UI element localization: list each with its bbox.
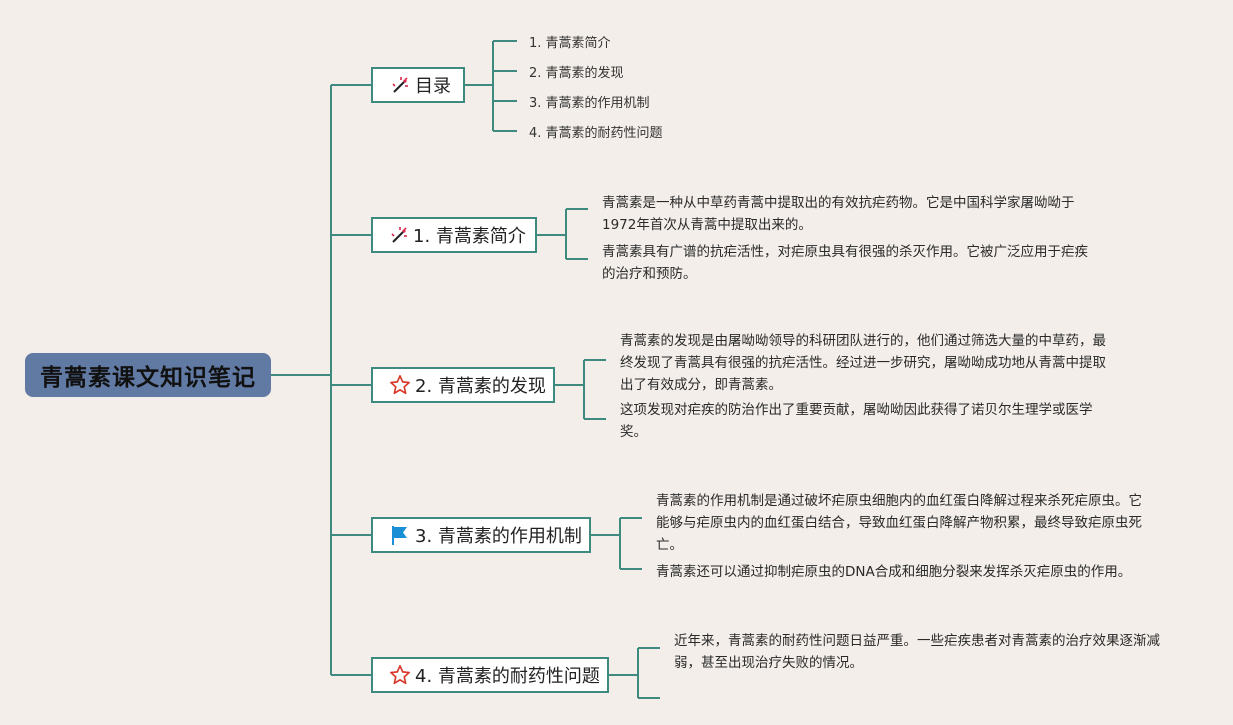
topic-toc[interactable]: 目录 [371,67,465,103]
note-paragraph: 青蒿素还可以通过抑制疟原虫的DNA合成和细胞分裂来发挥杀灭疟原虫的作用。 [656,564,1132,580]
topic-label: 目录 [415,76,451,97]
note-paragraph: 这项发现对疟疾的防治作出了重要贡献，屠呦呦因此获得了诺贝尔生理学或医学奖。 [620,402,1093,440]
toc-item[interactable]: 4. 青蒿素的耐药性问题 [529,126,663,141]
magic-wand-icon [389,74,411,96]
note-paragraph: 青蒿素是一种从中草药青蒿中提取出的有效抗疟药物。它是中国科学家屠呦呦于1972年… [602,195,1075,233]
toc-item[interactable]: 2. 青蒿素的发现 [529,66,624,81]
note-paragraph: 青蒿素具有广谱的抗疟活性，对疟原虫具有很强的杀灭作用。它被广泛应用于疟疾的治疗和… [602,244,1088,282]
topic-mechanism[interactable]: 3. 青蒿素的作用机制 [371,517,591,553]
topic-label: 3. 青蒿素的作用机制 [415,526,582,547]
toc-item[interactable]: 1. 青蒿素简介 [529,36,611,51]
topic-discovery[interactable]: 2. 青蒿素的发现 [371,367,555,403]
topic-resistance[interactable]: 4. 青蒿素的耐药性问题 [371,657,609,693]
root-title: 青蒿素课文知识笔记 [40,365,256,391]
note-paragraph: 青蒿素的发现是由屠呦呦领导的科研团队进行的，他们通过筛选大量的中草药，最终发现了… [620,333,1106,393]
note-paragraph: 近年来，青蒿素的耐药性问题日益严重。一些疟疾患者对青蒿素的治疗效果逐渐减弱，甚至… [674,633,1160,671]
topic-label: 2. 青蒿素的发现 [415,376,546,397]
topic-label: 4. 青蒿素的耐药性问题 [415,666,600,687]
magic-wand-icon [389,224,409,246]
star-icon [389,374,411,396]
topic-intro[interactable]: 1. 青蒿素简介 [371,217,537,253]
toc-item[interactable]: 3. 青蒿素的作用机制 [529,96,650,111]
star-icon [389,664,411,686]
root-node[interactable]: 青蒿素课文知识笔记 [25,353,271,397]
note-paragraph: 青蒿素的作用机制是通过破坏疟原虫细胞内的血红蛋白降解过程来杀死疟原虫。它能够与疟… [656,493,1142,553]
flag-icon [389,524,411,546]
topic-label: 1. 青蒿素简介 [413,226,526,247]
